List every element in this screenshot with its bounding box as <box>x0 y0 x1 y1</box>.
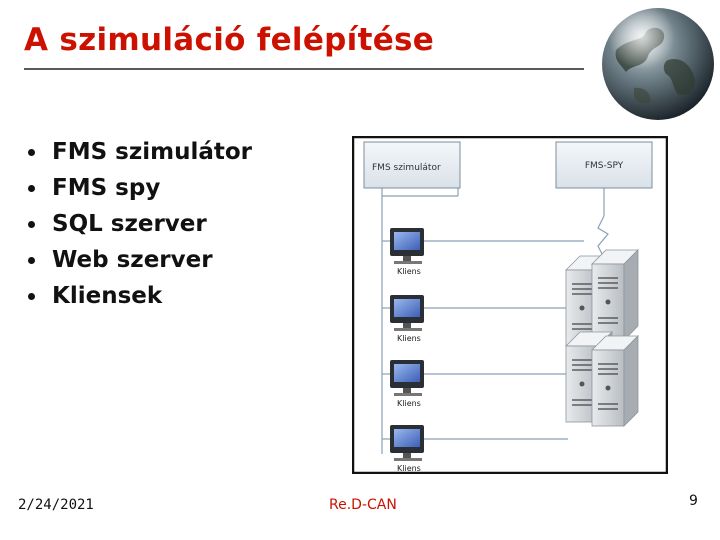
bullet-item: FMS spy <box>28 170 252 206</box>
bullet-item: SQL szerver <box>28 206 252 242</box>
bullet-item: Kliensek <box>28 278 252 314</box>
client-computer: Kliens <box>390 425 424 473</box>
spy-label: FMS-SPY <box>585 161 624 171</box>
bullet-dot <box>28 257 35 264</box>
client-label: Kliens <box>397 334 421 343</box>
slide-title: A szimuláció felépítése <box>24 22 435 58</box>
footer-date: 2/24/2021 <box>18 497 94 513</box>
bullet-dot <box>28 149 35 156</box>
bullet-dot <box>28 293 35 300</box>
spy-box: FMS-SPY <box>555 141 653 189</box>
bullet-dot <box>28 185 35 192</box>
client-label: Kliens <box>397 464 421 473</box>
bullet-text: FMS spy <box>52 175 161 201</box>
simulator-box: FMS szimulátor <box>363 141 461 189</box>
bullet-list: FMS szimulátor FMS spy SQL szerver Web s… <box>28 134 252 314</box>
client-computer: Kliens <box>390 228 424 276</box>
client-label: Kliens <box>397 267 421 276</box>
footer-center-text: Re.D-CAN <box>329 497 397 513</box>
client-label: Kliens <box>397 399 421 408</box>
architecture-diagram: FMS szimulátor FMS-SPY Kliens Kliens Kli… <box>352 136 668 474</box>
server-rack-icon <box>565 249 639 427</box>
bullet-dot <box>28 221 35 228</box>
bullet-item: FMS szimulátor <box>28 134 252 170</box>
client-computer: Kliens <box>390 295 424 343</box>
simulator-label: FMS szimulátor <box>372 163 441 173</box>
bullet-text: FMS szimulátor <box>52 139 253 165</box>
page-number: 9 <box>689 493 698 509</box>
bullet-text: SQL szerver <box>52 211 207 237</box>
globe-icon <box>602 8 714 120</box>
bullet-text: Kliensek <box>52 283 163 309</box>
title-divider <box>24 68 584 70</box>
client-computer: Kliens <box>390 360 424 408</box>
bullet-text: Web szerver <box>52 247 213 273</box>
bullet-item: Web szerver <box>28 242 252 278</box>
